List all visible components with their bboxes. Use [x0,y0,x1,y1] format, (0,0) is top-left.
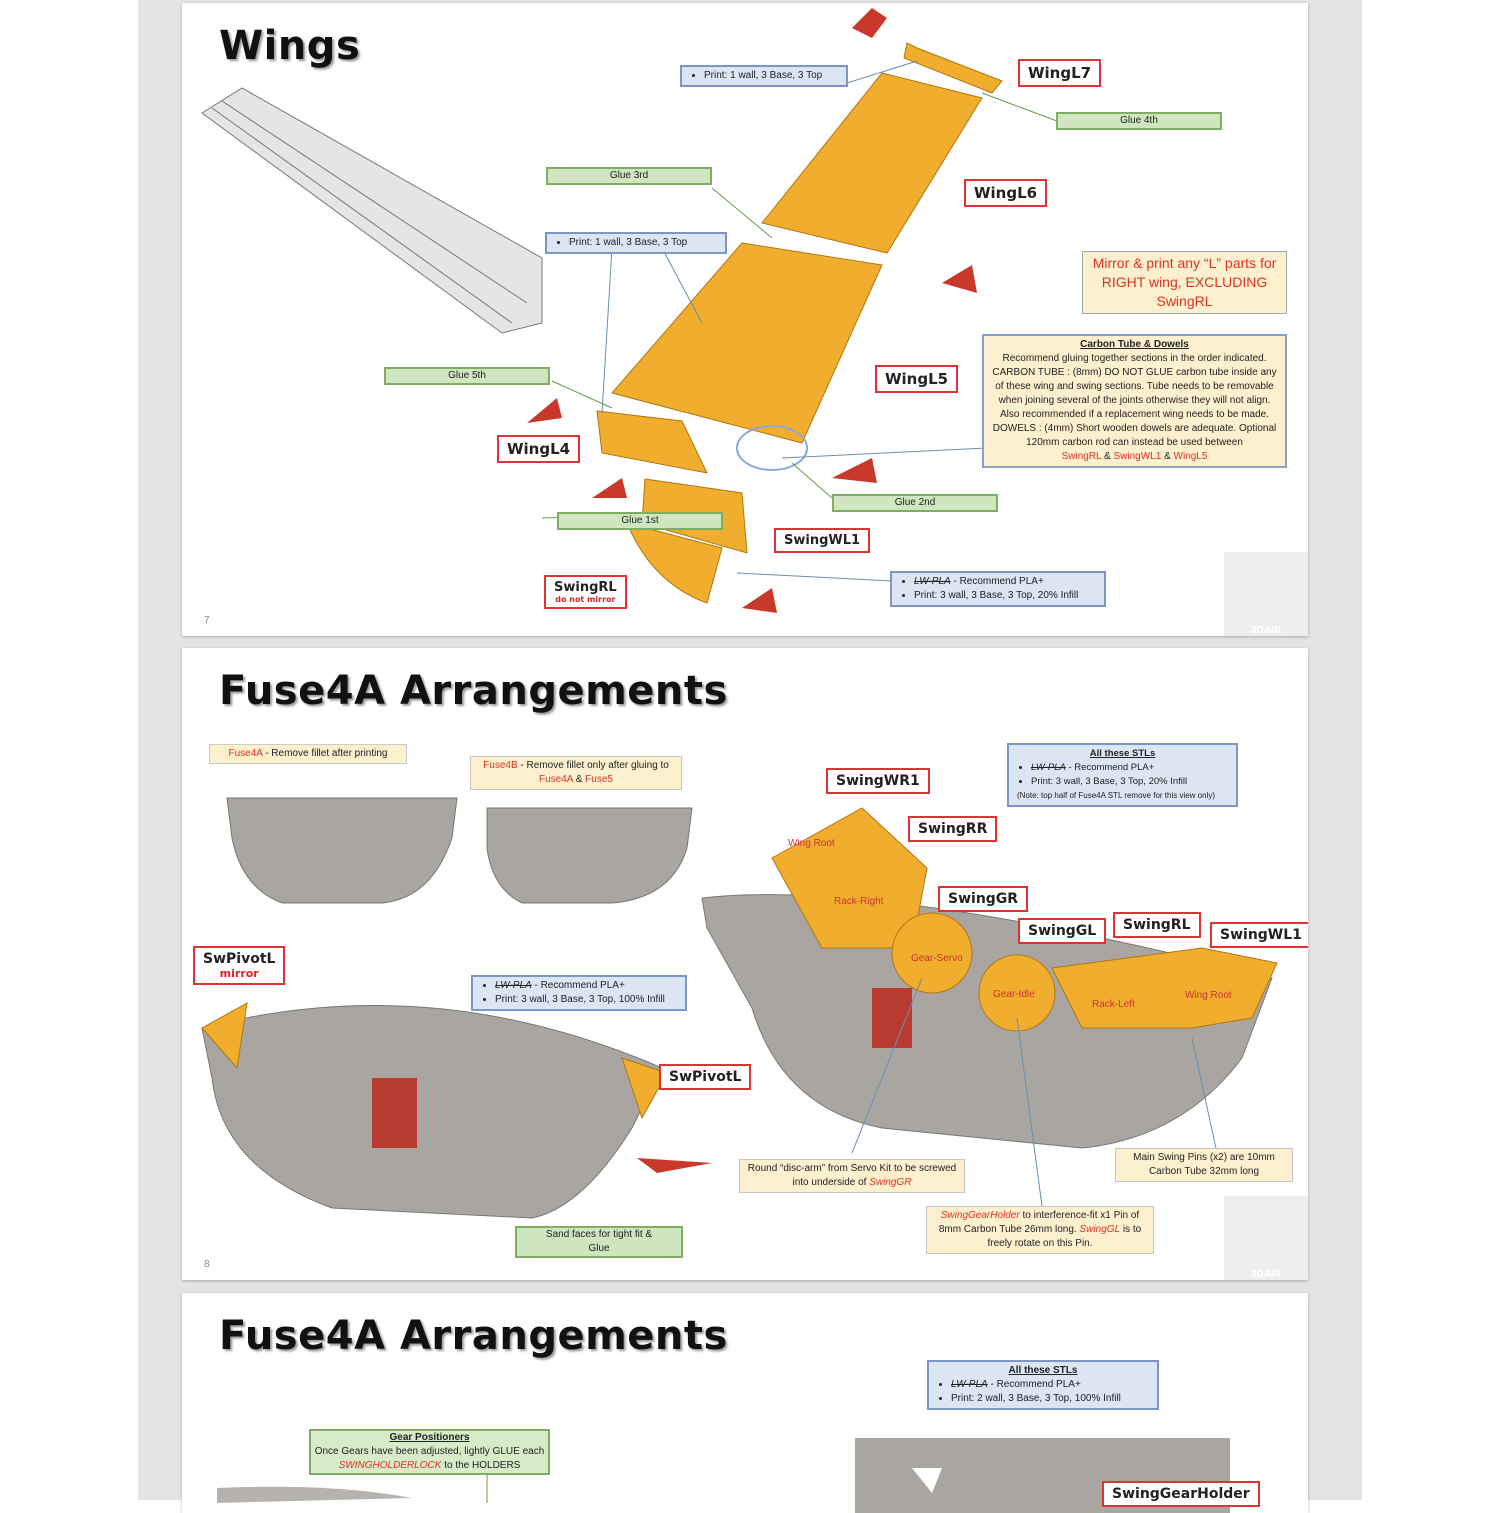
part-label-swingrl: SwingRL [1113,912,1201,938]
part-label-wingl4: WingL4 [497,435,581,463]
glue-3rd: Glue 3rd [546,167,712,185]
part-label-swingrr: SwingRR [908,816,998,842]
all-stls-note: All these STLsLW-PLA - Recommend PLA+Pri… [1007,743,1238,807]
part-label-wingl5: WingL5 [875,365,959,393]
wing-exploded-illustration [201,8,1058,613]
part-label-swpivotl: SwPivotL [659,1064,752,1090]
disc-arm-note: Round “disc-arm” from Servo Kit to be sc… [739,1159,965,1193]
all-stls-note: All these STLsLW-PLA - Recommend PLA+Pri… [927,1360,1159,1410]
page-9: Fuse4A Arrangements All these STLsLW-PLA… [182,1293,1308,1513]
gear-label: Gear-Idle [993,989,1035,1000]
page-8: Fuse4A Arrangements Fuse4A - Remove fill… [182,648,1308,1280]
swing-pins-note: Main Swing Pins (x2) are 10mm Carbon Tub… [1115,1148,1293,1182]
page-title: Fuse4A Arrangements [219,1313,728,1359]
fuse-assembly-illustration [201,797,1278,1219]
print-note-mid: Print: 1 wall, 3 Base, 3 Top [545,232,727,254]
print-note-top: Print: 1 wall, 3 Base, 3 Top [680,65,848,87]
page-7: Wings Print: 1 wall, 3 Base, 3 Top Print… [182,3,1308,636]
glue-1st: Glue 1st [557,512,723,530]
3dair-logo: 3DAIR [1224,1196,1308,1280]
glue-4th: Glue 4th [1056,112,1222,130]
gear-label: Wing Root [788,838,835,849]
part-label-wingl7: WingL7 [1018,59,1102,87]
gear-label: Gear-Servo [911,953,963,964]
gear-label: Rack-Left [1092,999,1135,1010]
part-label-swinggl: SwingGL [1018,918,1107,944]
part-label-swingwr1: SwingWR1 [826,768,930,794]
part-label-swingwl1: SwingWL1 [774,528,871,553]
gear-label: Rack-Right [834,896,884,907]
swing-gear-holder-note: SwingGearHolder to interference-fit x1 P… [926,1206,1154,1254]
part-label-swinggearholder: SwingGearHolder [1102,1481,1260,1507]
part-label-swingwl1: SwingWL1 [1210,922,1308,948]
page-number: 8 [204,1259,210,1270]
fuse4a-note: Fuse4A - Remove fillet after printing [209,744,407,764]
gear-label: Wing Root [1185,990,1232,1001]
page-title: Wings [219,23,361,69]
fuse4b-note: Fuse4B - Remove fillet only after gluing… [470,756,682,790]
glue-5th: Glue 5th [384,367,550,385]
page-title: Fuse4A Arrangements [219,668,728,714]
glue-2nd: Glue 2nd [832,494,998,512]
part-label-wingl6: WingL6 [964,179,1048,207]
part-label-swinggr: SwingGR [938,886,1029,912]
mirror-note: Mirror & print any “L” parts for RIGHT w… [1082,251,1287,314]
page-number: 7 [204,615,210,626]
3dair-logo: 3DAIR [1224,552,1308,636]
print-note-bottom: LW-PLA - Recommend PLA+Print: 3 wall, 3 … [890,571,1106,607]
print-note: LW-PLA - Recommend PLA+Print: 3 wall, 3 … [471,975,687,1011]
sand-faces-note: Sand faces for tight fit & Glue [515,1226,683,1258]
